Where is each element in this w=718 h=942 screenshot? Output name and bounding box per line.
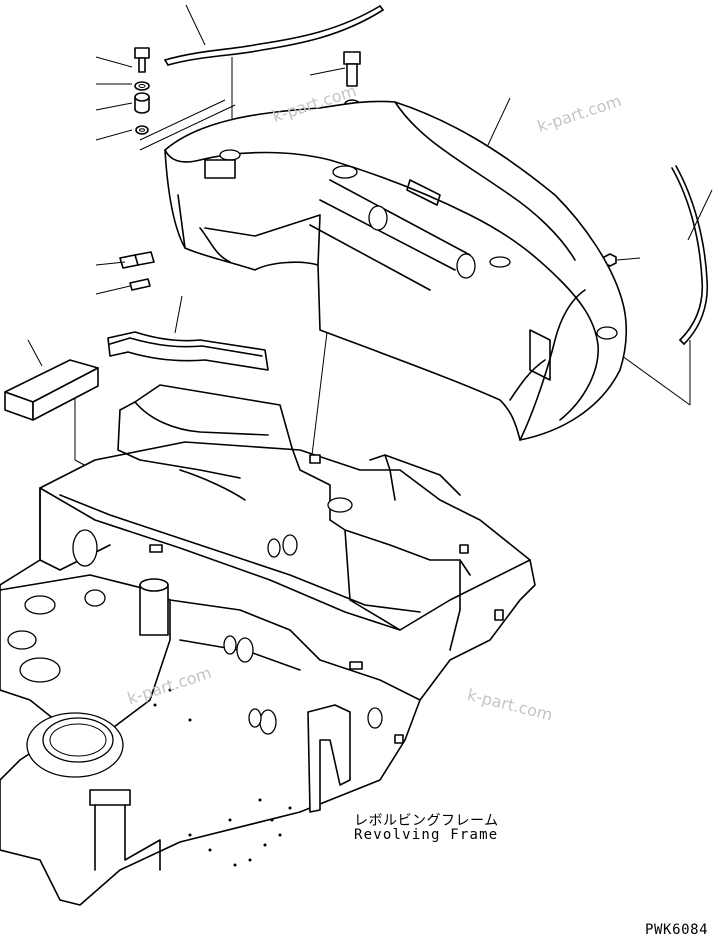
drawing-code: PWK6084 [645, 922, 709, 938]
hardware-parts [119, 47, 617, 291]
foam-block [4, 359, 99, 421]
seal-strip-top [164, 5, 384, 66]
bracket-strip [107, 331, 269, 371]
assembly-label-english: Revolving Frame [354, 827, 499, 843]
assembly-label-japanese: レボルビングフレーム [354, 813, 499, 829]
revolving-frame [0, 384, 536, 906]
seal-strip-right [671, 165, 709, 345]
counterweight-cover [164, 100, 628, 441]
